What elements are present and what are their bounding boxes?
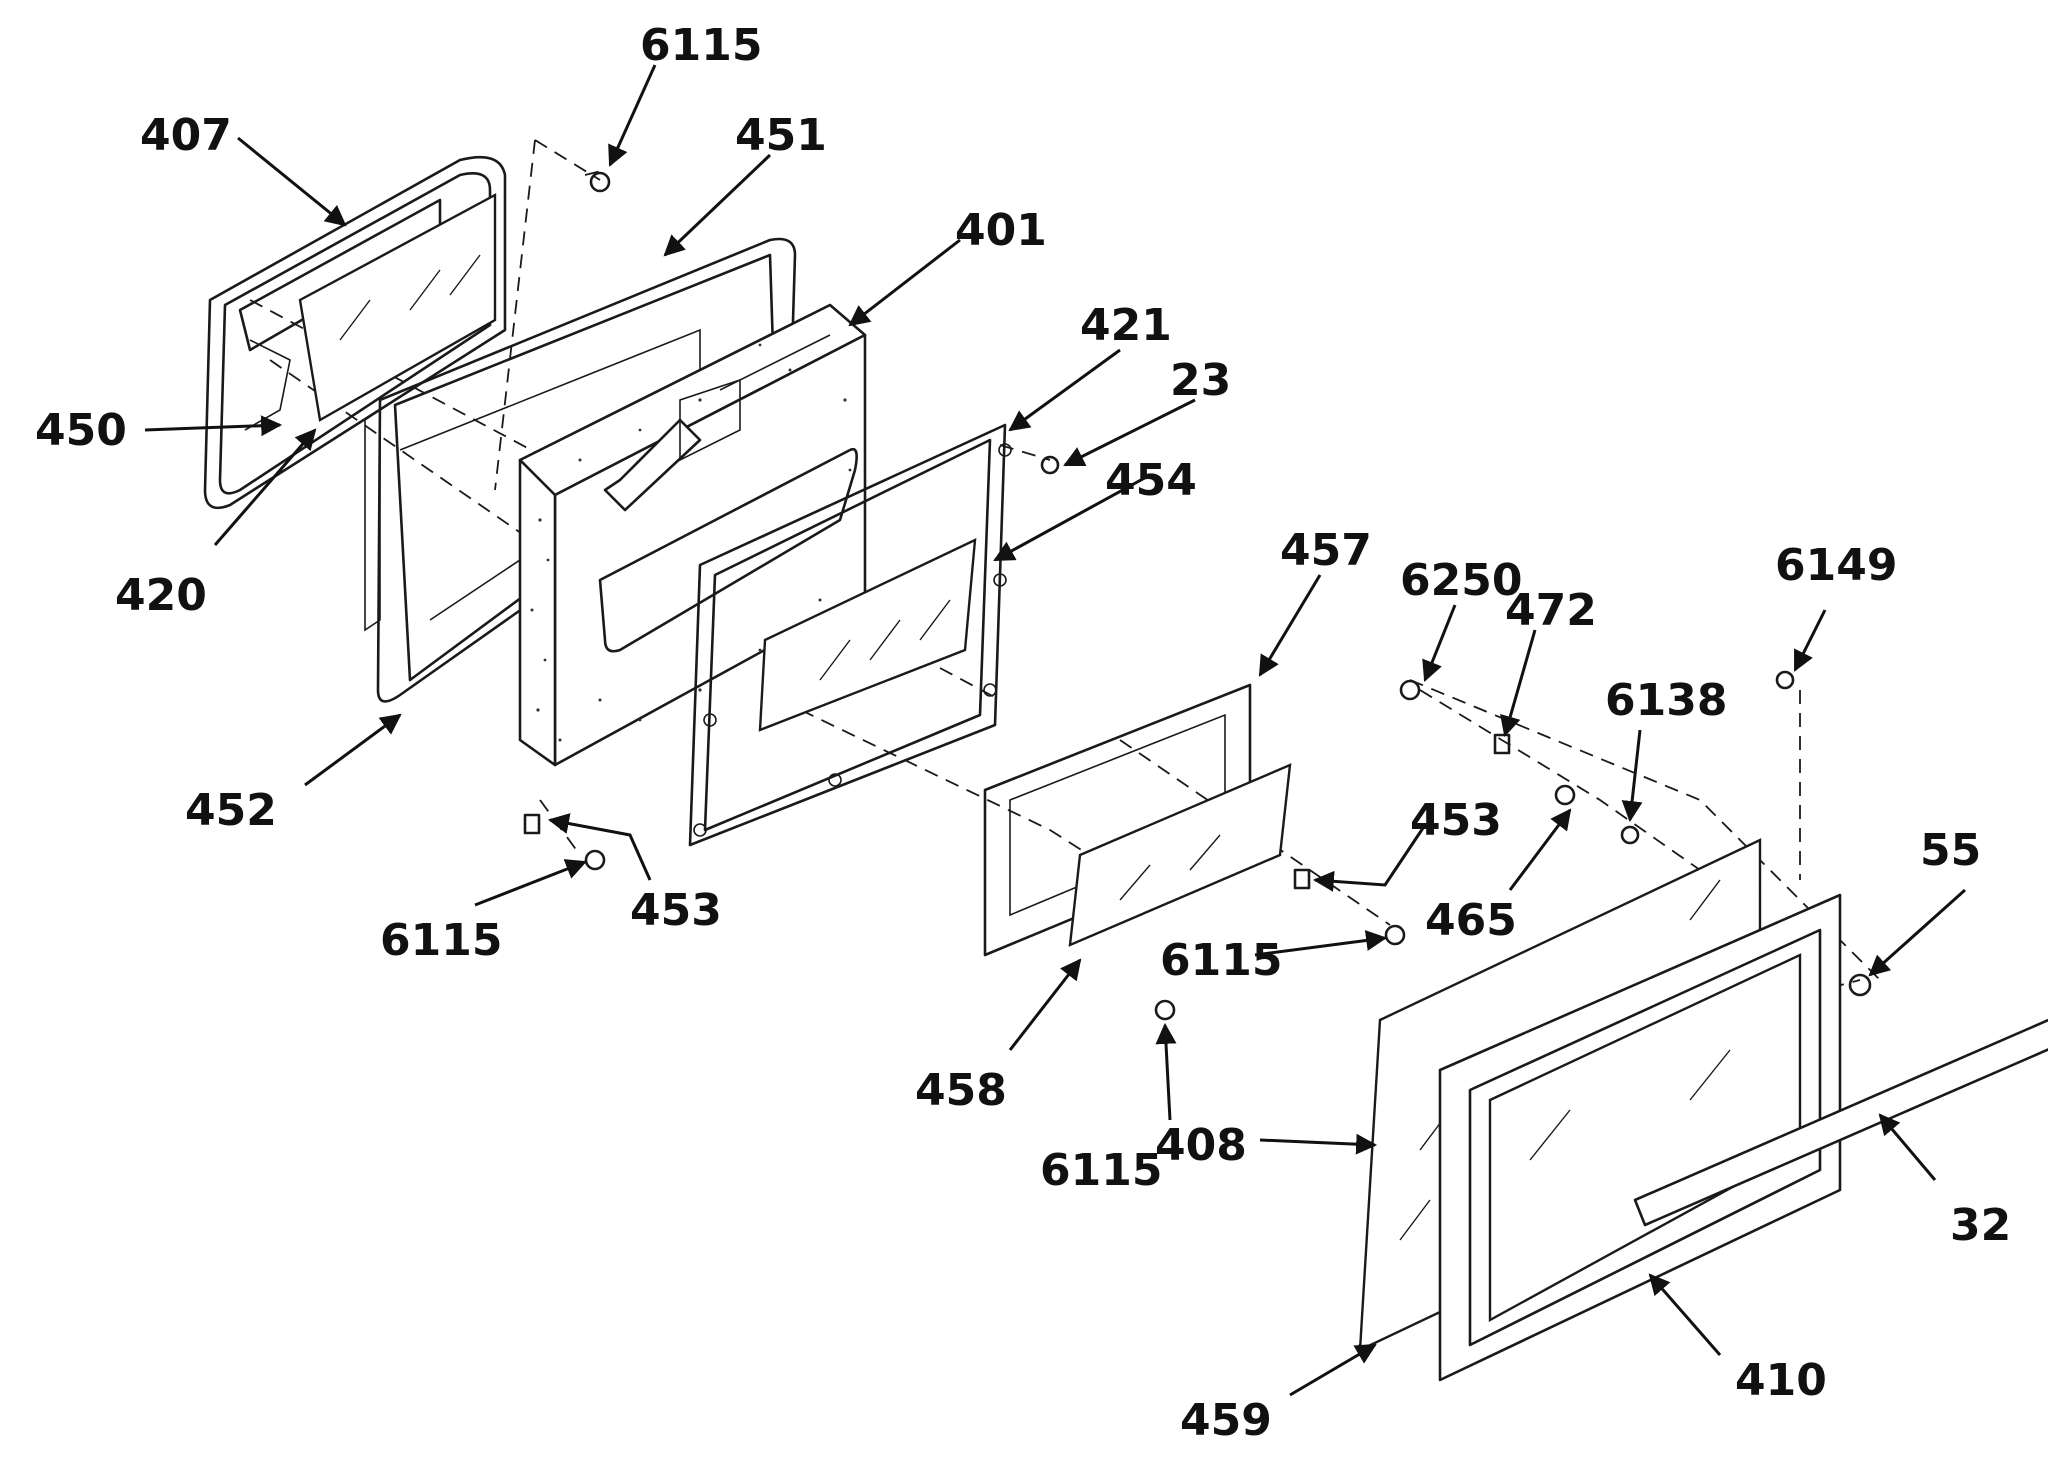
callout-459: 459 <box>1180 1395 1272 1446</box>
leader-lines <box>144 64 1967 1397</box>
callout-453-right: 453 <box>1410 795 1502 846</box>
callout-6115-bottom: 6115 <box>1040 1145 1162 1196</box>
callout-6138: 6138 <box>1605 675 1727 726</box>
callout-454: 454 <box>1105 455 1197 506</box>
part-454-inner-panel <box>688 423 1012 847</box>
callout-6149: 6149 <box>1775 540 1897 591</box>
callout-410: 410 <box>1735 1355 1827 1406</box>
part-407-inner-frame <box>203 155 507 510</box>
callout-23: 23 <box>1170 355 1231 406</box>
callout-452: 452 <box>185 785 277 836</box>
callout-408: 408 <box>1155 1120 1247 1171</box>
callout-451: 451 <box>735 110 827 161</box>
callout-6115-mid: 6115 <box>1160 935 1282 986</box>
callout-420: 420 <box>115 570 207 621</box>
callout-458: 458 <box>915 1065 1007 1116</box>
callout-457: 457 <box>1280 525 1372 576</box>
callout-labels: 6115 407 451 401 421 23 454 450 420 457 … <box>35 20 2011 1446</box>
callout-450: 450 <box>35 405 127 456</box>
part-401-insulation-block <box>518 303 867 767</box>
callout-401: 401 <box>955 205 1047 256</box>
callout-421: 421 <box>1080 300 1172 351</box>
callout-32: 32 <box>1950 1200 2011 1251</box>
callout-6115-left: 6115 <box>380 915 502 966</box>
callout-55: 55 <box>1920 825 1981 876</box>
callout-465: 465 <box>1425 895 1517 946</box>
callout-6115: 6115 <box>640 20 762 71</box>
callout-453-left: 453 <box>630 885 722 936</box>
callout-6250: 6250 <box>1400 555 1522 606</box>
part-458-glass-panel <box>1068 763 1292 947</box>
part-32-handle <box>1633 1018 2048 1227</box>
callout-407: 407 <box>140 110 232 161</box>
callout-472: 472 <box>1505 585 1597 636</box>
